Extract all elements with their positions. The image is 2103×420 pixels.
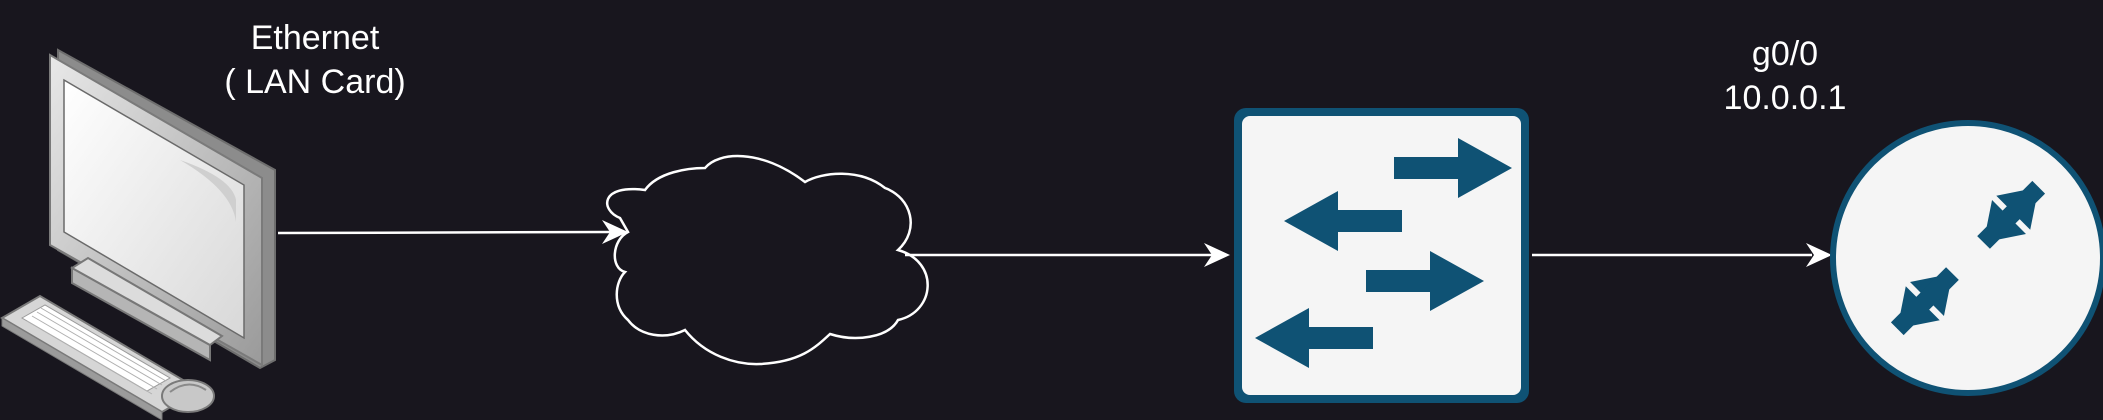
pc-label-line1: Ethernet	[250, 19, 380, 57]
router-interface-label: g0/0 10.0.0.1	[1700, 32, 1870, 120]
pc-label-line2: ( LAN Card)	[224, 63, 406, 101]
link-switch-router	[1532, 243, 1832, 267]
link-pc-cloud	[277, 220, 628, 244]
router-icon	[1830, 120, 2103, 396]
router-interface-name: g0/0	[1751, 35, 1819, 73]
pc-label: Ethernet ( LAN Card)	[210, 16, 420, 104]
cloud-icon	[605, 154, 929, 366]
network-switch-icon	[1234, 108, 1529, 403]
link-cloud-switch	[905, 243, 1230, 267]
desktop-computer-icon	[0, 48, 276, 420]
router-ip-address: 10.0.0.1	[1723, 79, 1847, 117]
